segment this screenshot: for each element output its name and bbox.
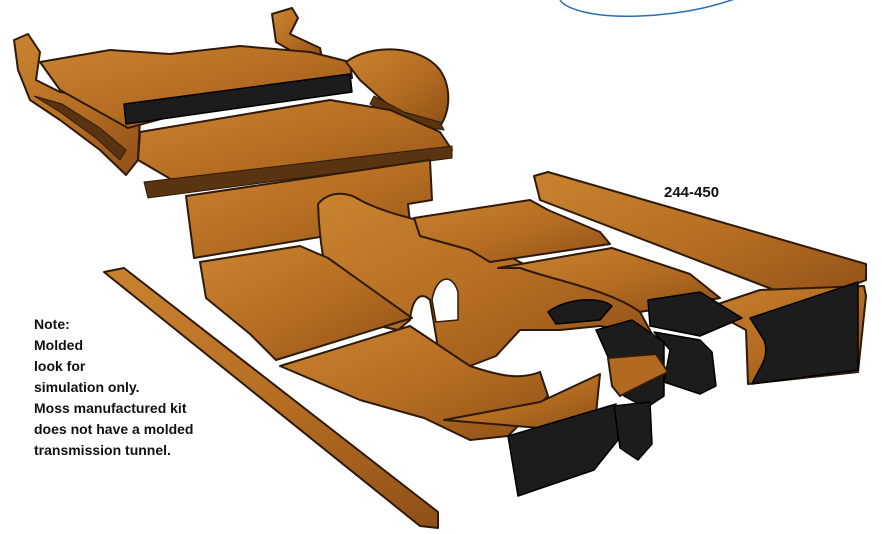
note-line: does not have a molded: [34, 419, 274, 440]
note-line: transmission tunnel.: [34, 440, 274, 461]
center-heel-pad: [648, 292, 742, 336]
note-line: look for: [34, 356, 274, 377]
note-line: Molded: [34, 335, 274, 356]
logo-swoosh: [560, 0, 738, 16]
part-number-label: 244-450: [664, 184, 719, 201]
note-line: simulation only.: [34, 377, 274, 398]
note-line: Note:: [34, 314, 274, 335]
tunnel-cutout: [432, 279, 458, 322]
footwell-center-pad: [614, 402, 652, 460]
note-line: Moss manufactured kit: [34, 398, 274, 419]
simulation-note: Note: Molded look for simulation only. M…: [34, 314, 274, 461]
